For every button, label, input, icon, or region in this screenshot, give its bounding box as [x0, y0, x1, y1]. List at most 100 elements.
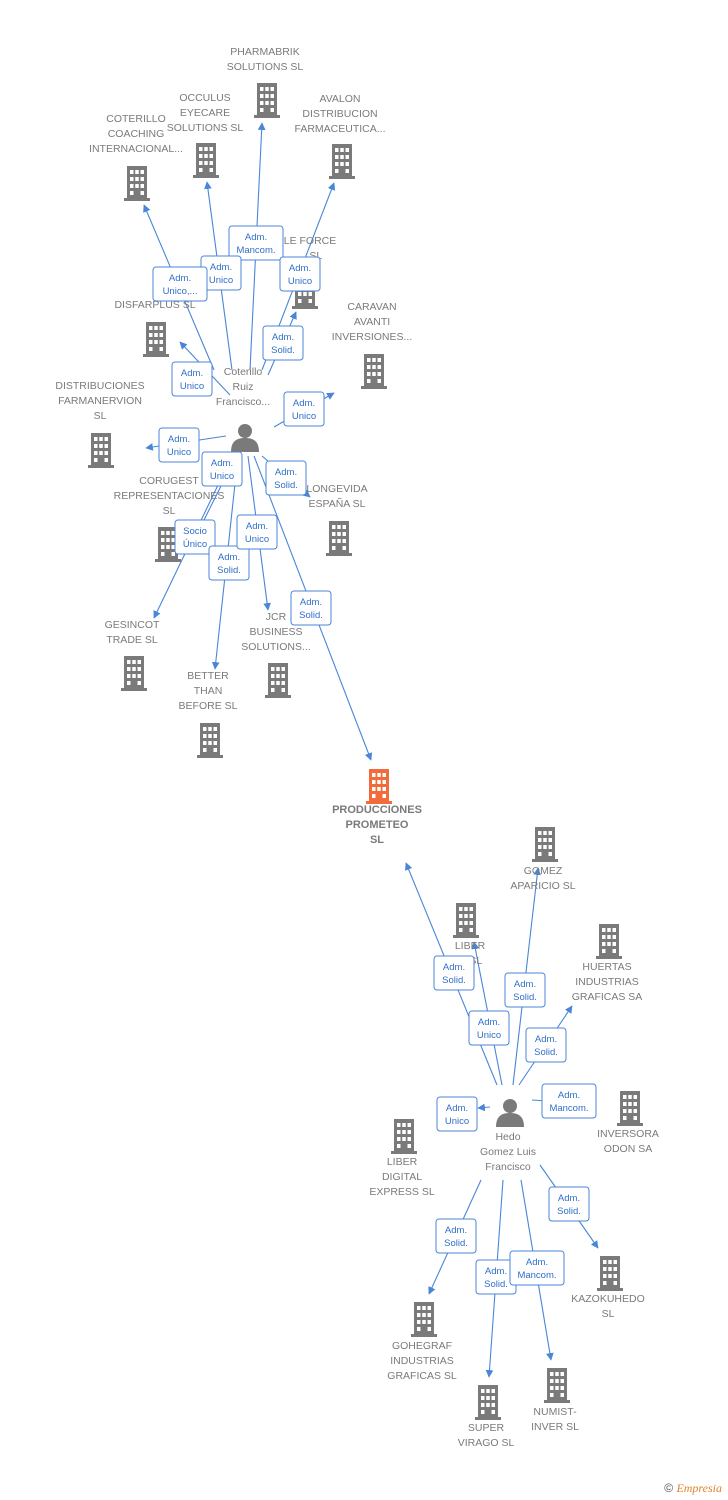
node-gesincot[interactable]: GESINCOT TRADE SL: [105, 619, 160, 691]
relation-label-text: Adm.: [211, 458, 233, 469]
node-caravan[interactable]: CARAVANAVANTIINVERSIONES...: [332, 301, 413, 389]
node-label: Gomez Luis: [480, 1146, 536, 1158]
node-label: Francisco: [485, 1161, 531, 1173]
relation-label-text: Mancom.: [236, 245, 275, 256]
node-disfarplus[interactable]: DISFARPLUS SL: [114, 299, 196, 357]
relation-label-coterillo-person-to-disfarplus[interactable]: Adm.Unico: [171, 361, 213, 397]
relation-label-text: Unico: [180, 381, 204, 392]
relation-label-text: Adm.: [558, 1090, 580, 1101]
node-label: GRAFICAS SL: [387, 1370, 457, 1382]
node-label: GOMEZ: [524, 865, 563, 877]
brand-logo[interactable]: Empresia: [676, 1481, 722, 1495]
building-icon: [254, 83, 280, 118]
node-label: VIRAGO SL: [458, 1437, 515, 1449]
relation-label-text: Solid.: [299, 610, 323, 621]
relation-label-coterillo-person-to-pharmabrik[interactable]: Adm. Mancom.: [228, 225, 284, 261]
relation-label-text: Adm.: [275, 467, 297, 478]
relation-label-text: Adm.: [210, 262, 232, 273]
node-label: ODON SA: [604, 1143, 652, 1155]
relation-label-coterillo-person-to-longevida[interactable]: Adm.Solid.: [265, 460, 307, 496]
node-label: KAZOKUHEDO: [571, 1293, 645, 1305]
relation-label-coterillo-person-to-better[interactable]: Adm.Solid.: [208, 545, 250, 581]
node-super-virago[interactable]: SUPER VIRAGO SL: [458, 1385, 515, 1449]
relation-label-text: Adm.: [514, 979, 536, 990]
relation-label-text: Solid.: [444, 1238, 468, 1249]
relation-label-text: Unico: [209, 275, 233, 286]
building-icon: [143, 322, 169, 357]
relation-label-hedo-person-to-liber-digital[interactable]: Adm.Unico: [436, 1096, 478, 1132]
node-label: REPRESENTACIONES: [114, 490, 225, 502]
relation-label-hedo-person-to-gomez[interactable]: Adm.Solid.: [504, 972, 546, 1008]
node-label: GESINCOT: [105, 619, 160, 631]
node-avalon[interactable]: AVALONDISTRIBUCIONFARMACEUTICA...: [294, 93, 386, 179]
relation-label-text: Adm.: [218, 552, 240, 563]
building-icon: [361, 354, 387, 389]
relation-label-hedo-person-to-gohegraf[interactable]: Adm.Solid.: [435, 1218, 477, 1254]
relation-label-hedo-person-to-super-virago[interactable]: Adm.Solid.: [475, 1259, 517, 1295]
relation-label-text: Adm.: [272, 332, 294, 343]
node-jcr[interactable]: JCRBUSINESSSOLUTIONS...: [241, 611, 311, 698]
node-label: SUPER: [468, 1422, 505, 1434]
relation-label-hedo-person-to-kazokuhedo[interactable]: Adm.Solid.: [548, 1186, 590, 1222]
relation-label-box: [548, 1186, 590, 1222]
relation-label-box: [525, 1027, 567, 1063]
relation-label-coterillo-person-to-le-force[interactable]: Adm.Solid.: [262, 325, 304, 361]
relation-label-coterillo-person-to-occulus[interactable]: Adm. Unico: [200, 255, 242, 291]
relation-label-text: Socio: [183, 526, 207, 537]
building-icon: [532, 827, 558, 862]
relation-label-text: Adm.: [535, 1034, 557, 1045]
edge-hedo-person-to-liber-digital: [477, 1103, 491, 1112]
node-label: LE FORCE: [284, 235, 337, 247]
relation-label-box: [279, 256, 321, 292]
building-icon: [596, 924, 622, 959]
relation-label-text: Adm.: [446, 1103, 468, 1114]
node-coterillo-person[interactable]: CoterilloRuizFrancisco...: [216, 366, 270, 452]
relation-label-text: Único: [183, 539, 207, 550]
relation-label-hedo-person-to-inversora[interactable]: Adm.Mancom.: [541, 1083, 597, 1119]
relation-label-hedo-person-to-liber[interactable]: Adm.Unico: [468, 1010, 510, 1046]
node-label: Ruiz: [232, 381, 253, 393]
relation-label-box: [283, 391, 325, 427]
node-numist[interactable]: NUMIST-INVER SL: [531, 1368, 579, 1433]
relation-label-text: Adm.: [293, 398, 315, 409]
node-coterillo-coaching[interactable]: COTERILLOCOACHINGINTERNACIONAL...: [89, 113, 183, 201]
relation-label-coterillo-person-to-caravan[interactable]: Adm.Unico: [283, 391, 325, 427]
relation-label-box: [468, 1010, 510, 1046]
relation-label-coterillo-person-to-distribuciones[interactable]: Adm.Unico: [158, 427, 200, 463]
relation-label-text: Unico: [210, 471, 234, 482]
relation-label-coterillo-person-to-coterillo-coaching[interactable]: Adm.Unico,...: [152, 266, 208, 302]
node-label: PRODUCCIONES: [332, 804, 422, 816]
relation-label-text: Adm.: [289, 263, 311, 274]
relation-label-coterillo-person-to-avalon[interactable]: Adm.Unico: [279, 256, 321, 292]
node-label: TRADE SL: [106, 634, 158, 646]
node-label: NUMIST-: [533, 1406, 577, 1418]
building-icon: [544, 1368, 570, 1403]
relation-label-coterillo-person-to-corugest[interactable]: Adm. Unico: [201, 451, 243, 487]
relation-label-hedo-person-to-numist[interactable]: Adm.Mancom.: [509, 1250, 565, 1286]
relation-label-coterillo-person-to-jcr[interactable]: Adm.Unico: [236, 514, 278, 550]
relation-label-text: Adm.: [245, 232, 267, 243]
relation-label-coterillo-person-to-producciones[interactable]: Adm.Solid.: [290, 590, 332, 626]
node-label: SL: [94, 410, 107, 422]
node-label: LIBER: [387, 1156, 418, 1168]
relation-label-text: Adm.: [443, 962, 465, 973]
relation-label-text: Solid.: [484, 1279, 508, 1290]
relation-label-hedo-person-to-producciones[interactable]: Adm.Solid.: [433, 955, 475, 991]
node-label: ESPAÑA SL: [308, 497, 365, 510]
relation-label-hedo-person-to-huertas[interactable]: Adm.Solid.: [525, 1027, 567, 1063]
